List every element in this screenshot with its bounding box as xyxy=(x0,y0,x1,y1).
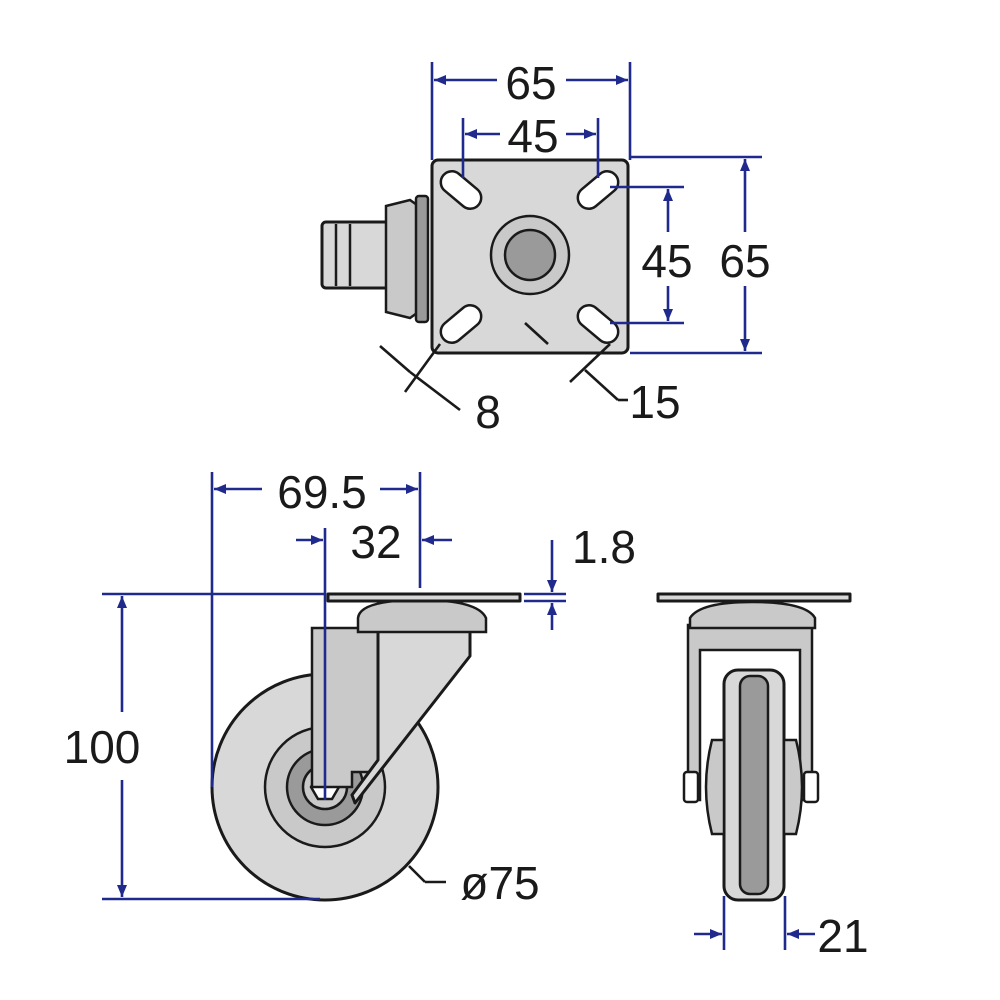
dim-plate-width: 65 xyxy=(505,57,556,109)
side-view xyxy=(210,528,522,902)
front-hub xyxy=(704,738,726,836)
dim-slot-width: 8 xyxy=(475,386,501,438)
front-view-dimensions: 21 xyxy=(694,896,869,962)
kingpin-inner xyxy=(503,228,557,282)
dim-overall-height: 100 xyxy=(64,721,141,773)
dim-plate-thickness: 1.8 xyxy=(572,521,636,573)
front-axle-nut-left xyxy=(682,770,700,804)
front-hub-right xyxy=(782,738,804,836)
side-fork xyxy=(310,626,380,789)
dim-hole-spacing-x: 45 xyxy=(507,110,558,162)
front-top-plate xyxy=(656,592,852,603)
slot-top-left xyxy=(439,170,483,210)
dim-plate-height: 65 xyxy=(719,235,770,287)
top-view xyxy=(320,158,630,355)
dim-hole-spacing-y: 45 xyxy=(641,235,692,287)
dim-slot-length: 15 xyxy=(629,376,680,428)
slot-bottom-right xyxy=(576,304,620,344)
swivel-head xyxy=(356,598,488,634)
dim-wheel-width: 21 xyxy=(817,910,868,962)
slot-bottom-left xyxy=(439,304,483,344)
side-top-plate xyxy=(326,592,522,603)
top-view-fork xyxy=(320,194,430,324)
slot-top-right xyxy=(576,170,620,210)
dim-swivel-offset: 32 xyxy=(350,516,401,568)
mounting-slots xyxy=(439,170,620,344)
front-axle-nut-right xyxy=(802,770,820,804)
front-swivel-head xyxy=(688,600,817,630)
front-wheel-tread xyxy=(738,674,770,896)
dim-wheel-diameter: ø75 xyxy=(460,857,539,909)
side-view-dimensions: 69.5 32 1.8 100 ø75 xyxy=(64,466,636,909)
dim-overall-offset: 69.5 xyxy=(277,466,367,518)
front-view xyxy=(656,592,852,902)
top-view-dimensions: 65 45 45 65 8 15 xyxy=(379,57,771,438)
